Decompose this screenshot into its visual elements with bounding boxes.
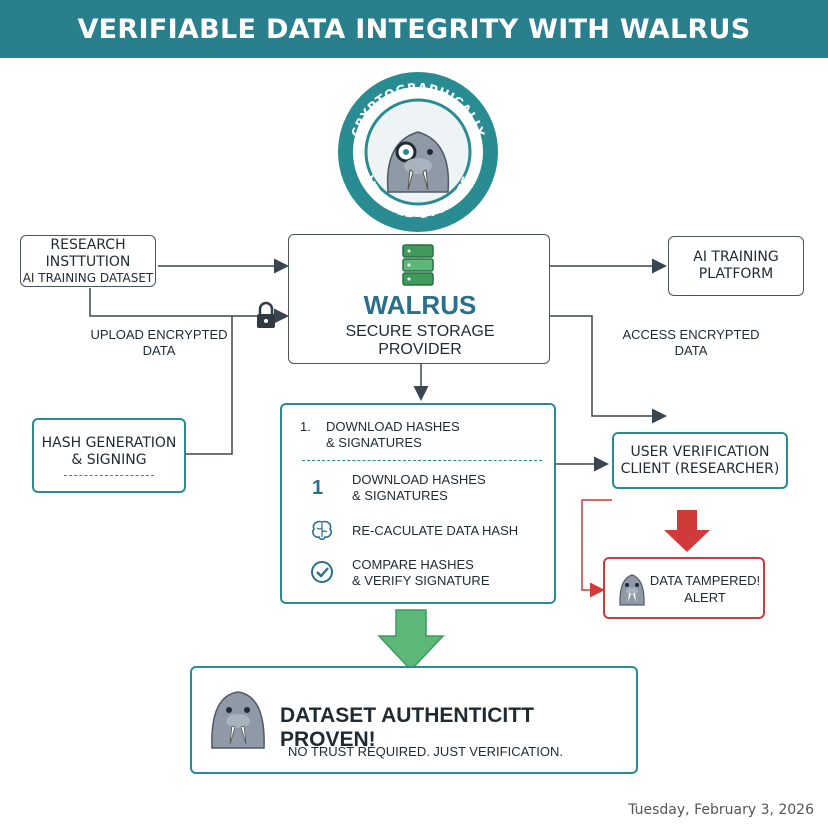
steps-header-line1: DOWNLOAD HASHES bbox=[326, 419, 460, 434]
brain-icon bbox=[312, 520, 332, 541]
result-subline: NO TRUST REQUIRED. JUST VERIFICATION. bbox=[288, 744, 563, 759]
ai-platform-line2: PLATFORM bbox=[698, 266, 774, 282]
page-title: VERIFIABLE DATA INTEGRITY WITH WALRUS bbox=[77, 13, 751, 45]
ai-platform-line1: AI TRAINING bbox=[693, 249, 779, 265]
step3-line2: & VERIFY SIGNATURE bbox=[352, 573, 490, 588]
tamper-alert-box: DATA TAMPERED! ALERT bbox=[603, 557, 765, 619]
walrus-line2: PROVIDER bbox=[378, 341, 462, 358]
hash-generation-box: HASH GENERATION & SIGNING bbox=[32, 418, 186, 493]
step1-marker: 1 bbox=[312, 477, 324, 499]
research-line3: AI TRAINING DATASET bbox=[22, 271, 154, 285]
walrus-line1: SECURE STORAGE bbox=[345, 323, 495, 340]
research-line1: RESEARCH bbox=[50, 237, 126, 253]
upload-label-line1: UPLOAD ENCRYPTED bbox=[90, 327, 228, 342]
research-line2: INSTTUTION bbox=[45, 254, 131, 270]
step1-line1: DOWNLOAD HASHES bbox=[352, 472, 486, 487]
alert-line1: DATA TAMPERED! bbox=[649, 573, 761, 588]
steps-divider bbox=[302, 460, 542, 461]
result-headline: DATASET AUTHENTICITT PROVEN! bbox=[280, 704, 534, 751]
verification-client-box: USER VERIFICATION CLIENT (RESEARCHER) bbox=[612, 432, 788, 489]
client-line1: USER VERIFICATION bbox=[630, 443, 770, 460]
walrus-icon bbox=[619, 574, 645, 606]
seal-badge: CRYPTOGRAPHICALLY VERIFIED STORAGE bbox=[338, 72, 498, 232]
verification-steps-box: 1. DOWNLOAD HASHES & SIGNATURES 1 DOWNLO… bbox=[280, 403, 556, 604]
step2-line1: RE-CACULATE DATA HASH bbox=[352, 523, 519, 538]
walrus-storage-box: WALRUS SECURE STORAGE PROVIDER bbox=[288, 234, 550, 364]
walrus-name: WALRUS bbox=[363, 290, 477, 320]
steps-header-num: 1. bbox=[300, 419, 311, 434]
walrus-monocle-icon bbox=[386, 131, 450, 193]
walrus-icon bbox=[211, 691, 265, 749]
ai-platform-box: AI TRAINING PLATFORM bbox=[668, 236, 804, 296]
title-banner: VERIFIABLE DATA INTEGRITY WITH WALRUS bbox=[0, 0, 828, 58]
access-label: ACCESS ENCRYPTED DATA bbox=[622, 327, 760, 358]
step1-line2: & SIGNATURES bbox=[352, 488, 448, 503]
alert-line2: ALERT bbox=[684, 590, 726, 605]
check-circle-icon bbox=[311, 561, 333, 583]
hash-line2: & SIGNING bbox=[71, 452, 147, 468]
hash-divider bbox=[64, 475, 154, 476]
upload-label: UPLOAD ENCRYPTED DATA bbox=[84, 327, 234, 359]
server-stack-icon bbox=[402, 244, 434, 286]
research-institution-box: RESEARCH INSTTUTION AI TRAINING DATASET bbox=[20, 235, 156, 287]
steps-header-line2: & SIGNATURES bbox=[326, 435, 422, 450]
hash-line1: HASH GENERATION bbox=[41, 435, 177, 451]
upload-label-line2: DATA bbox=[142, 343, 176, 358]
client-line2: CLIENT (RESEARCHER) bbox=[620, 460, 780, 477]
date-stamp: Tuesday, February 3, 2026 bbox=[628, 802, 814, 818]
step3-line1: COMPARE HASHES bbox=[352, 557, 474, 572]
lock-icon bbox=[257, 301, 275, 328]
result-box: DATASET AUTHENTICITT PROVEN! NO TRUST RE… bbox=[190, 666, 638, 774]
